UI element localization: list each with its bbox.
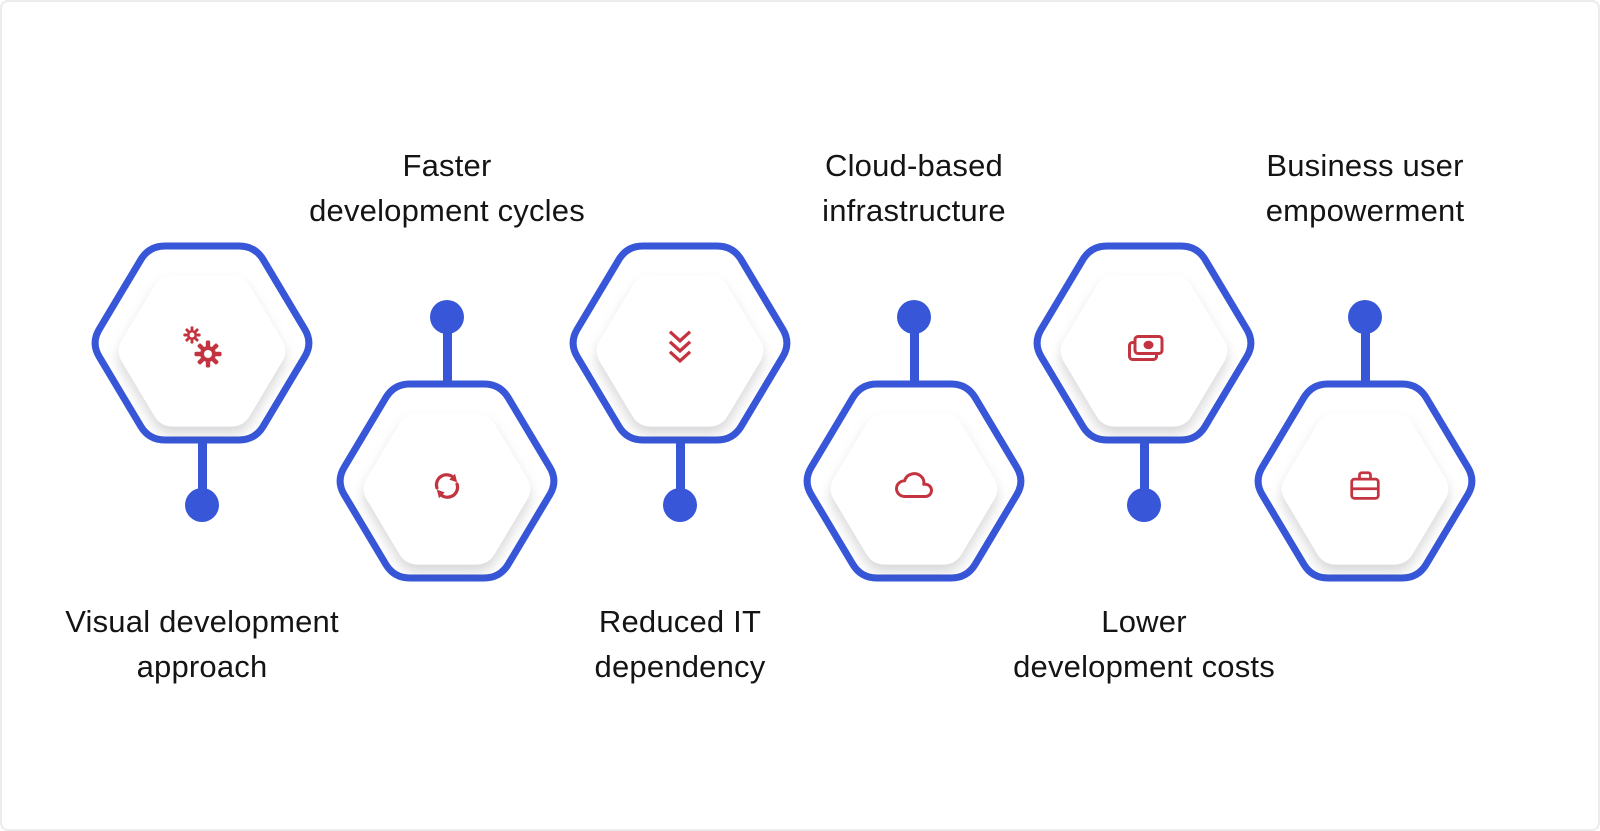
benefit-label: Business user empowerment bbox=[1195, 143, 1535, 233]
benefit-item-1: Visual development approach bbox=[32, 2, 372, 829]
hexagon-inner-card bbox=[363, 413, 531, 565]
banknote-icon bbox=[1120, 326, 1168, 370]
benefit-label-line: infrastructure bbox=[822, 193, 1006, 228]
benefit-label: Reduced IT dependency bbox=[510, 599, 850, 689]
benefit-label-line: Cloud-based bbox=[825, 148, 1003, 183]
sync-arrows-icon bbox=[424, 463, 470, 509]
benefit-label: Faster development cycles bbox=[277, 143, 617, 233]
hexagon-node bbox=[565, 242, 795, 444]
briefcase-icon bbox=[1343, 464, 1387, 508]
benefit-label-line: Business user bbox=[1266, 148, 1464, 183]
hexagon-node bbox=[87, 242, 317, 444]
benefit-node bbox=[1029, 242, 1259, 524]
benefit-item-6: Business user empowerment bbox=[1195, 2, 1535, 829]
benefit-label-line: Lower bbox=[1101, 604, 1187, 639]
benefit-item-5: Lower development costs bbox=[974, 2, 1314, 829]
benefit-label-line: approach bbox=[136, 649, 268, 684]
benefit-label-line: dependency bbox=[594, 649, 766, 684]
benefit-item-3: Reduced IT dependency bbox=[510, 2, 850, 829]
hexagon-outline bbox=[803, 380, 1025, 582]
hexagon-node bbox=[799, 380, 1029, 582]
hexagon-inner-card bbox=[830, 413, 998, 565]
connector-line bbox=[197, 436, 207, 500]
benefit-item-4: Cloud-based infrastructure bbox=[744, 2, 1084, 829]
hexagon-outline bbox=[336, 380, 558, 582]
connector-line bbox=[1360, 328, 1370, 386]
hexagon-node bbox=[1250, 380, 1480, 582]
benefit-label: Visual development approach bbox=[32, 599, 372, 689]
benefit-node bbox=[1250, 300, 1480, 584]
benefit-item-2: Faster development cycles bbox=[277, 2, 617, 829]
benefit-label: Cloud-based infrastructure bbox=[744, 143, 1084, 233]
benefit-label-line: Visual development bbox=[65, 604, 339, 639]
benefit-label: Lower development costs bbox=[974, 599, 1314, 689]
benefit-label-line: Reduced IT bbox=[598, 604, 762, 639]
gears-icon bbox=[176, 323, 228, 373]
hexagon-node bbox=[332, 380, 562, 582]
benefit-node bbox=[332, 300, 562, 584]
hexagon-node bbox=[1029, 242, 1259, 444]
benefit-label-line: Faster bbox=[402, 148, 492, 183]
triple-chevron-down-icon bbox=[657, 325, 703, 371]
cloud-icon bbox=[893, 465, 935, 507]
connector-line bbox=[442, 328, 452, 386]
connector-line bbox=[1139, 436, 1149, 500]
benefit-node bbox=[87, 242, 317, 524]
benefit-label-line: development cycles bbox=[309, 193, 585, 228]
connector-line bbox=[909, 328, 919, 386]
benefit-label-line: development costs bbox=[1013, 649, 1275, 684]
benefit-node bbox=[799, 300, 1029, 584]
benefit-node bbox=[565, 242, 795, 524]
benefit-label-line: empowerment bbox=[1265, 193, 1465, 228]
connector-line bbox=[675, 436, 685, 500]
